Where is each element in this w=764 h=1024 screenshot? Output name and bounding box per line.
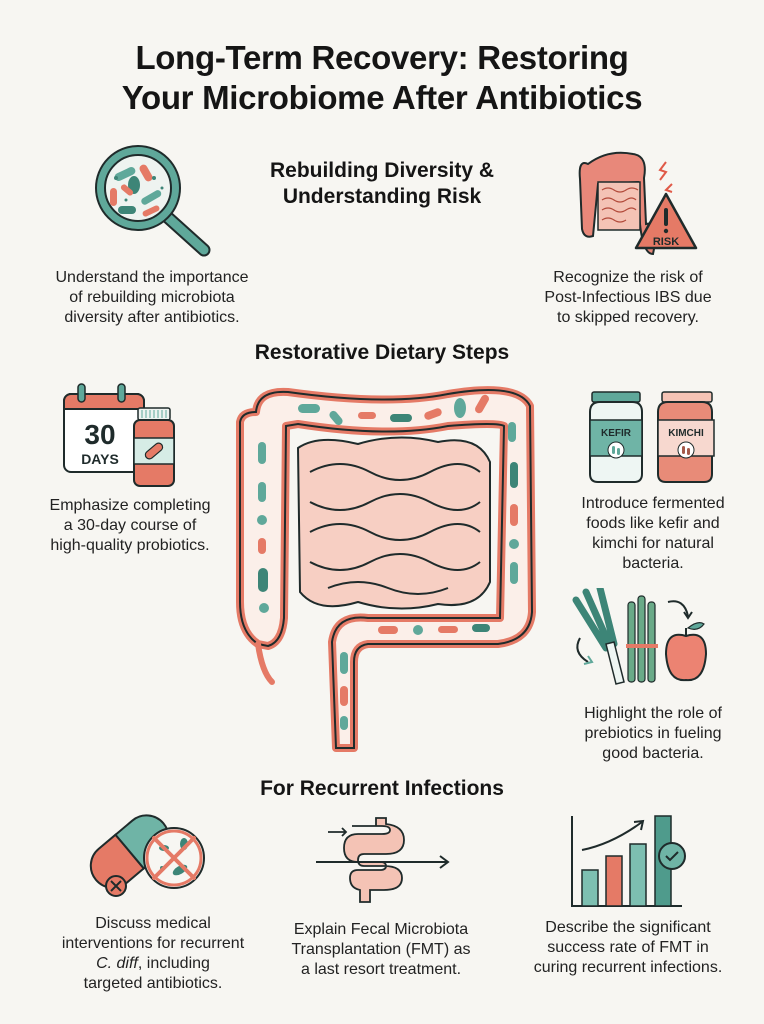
heading-line: Rebuilding Diversity & (269, 159, 495, 182)
section-heading-dietary: Restorative Dietary Steps (254, 341, 510, 364)
caption-line: good bacteria. (602, 745, 704, 762)
caption-line: success rate of FMT in (547, 939, 709, 956)
section-heading-diversity: Rebuilding Diversity & Understanding Ris… (232, 158, 532, 210)
caption-line: bacteria. (622, 555, 684, 572)
caption-line: Understand the importance (55, 269, 249, 286)
heading-line: Understanding Risk (282, 185, 482, 208)
caption-line: targeted antibiotics. (83, 975, 223, 992)
caption-line: Explain Fecal Microbiota (293, 921, 469, 938)
title-line-1: Long-Term Recovery: Restoring (135, 39, 629, 76)
magnifier-bacteria-icon (92, 142, 217, 257)
caption-success: Describe the significant success rate of… (500, 918, 756, 978)
capsule-no-bacteria-icon (74, 814, 206, 898)
caption-line: interventions for recurrent (61, 935, 245, 952)
caption-line: foods like kefir and (586, 515, 720, 532)
caption-line: high-quality probiotics. (50, 537, 210, 554)
caption-medical: Discuss medical interventions for recurr… (20, 914, 286, 994)
caption-line-rest: , including (137, 955, 210, 972)
caption-line: diversity after antibiotics. (64, 309, 240, 326)
calendar-pill-bottle-icon: 30 DAYS (60, 382, 180, 492)
caption-probiotics: Emphasize completing a 30-day course of … (14, 496, 246, 556)
page-title: Long-Term Recovery: Restoring Your Micro… (0, 38, 764, 118)
caption-line: to skipped recovery. (557, 309, 699, 326)
fmt-intestine-arrow-icon (312, 816, 452, 904)
kefir-label: KEFIR (601, 428, 632, 439)
caption-line: Discuss medical (95, 915, 211, 932)
caption-line: Emphasize completing (49, 497, 211, 514)
caption-line: Describe the significant (545, 919, 711, 936)
colon-risk-warning-icon: RISK (568, 144, 698, 262)
intestines-with-bacteria-illustration (228, 382, 548, 754)
caption-fermented: Introduce fermented foods like kefir and… (548, 494, 758, 574)
caption-line: C. diff, including (20, 954, 286, 974)
calendar-number: 30 (84, 419, 115, 450)
c-diff-italic: C. diff (96, 955, 138, 972)
kimchi-label: KIMCHI (668, 428, 704, 439)
title-line-2: Your Microbiome After Antibiotics (121, 79, 643, 116)
caption-line: kimchi for natural (592, 535, 714, 552)
caption-risk: Recognize the risk of Post-Infectious IB… (508, 268, 748, 328)
caption-line: Introduce fermented (581, 495, 725, 512)
caption-fmt: Explain Fecal Microbiota Transplantation… (278, 920, 484, 980)
caption-line: Recognize the risk of (553, 269, 703, 286)
leek-asparagus-apple-icon (566, 588, 726, 692)
caption-line: curing recurrent infections. (533, 959, 723, 976)
caption-line: prebiotics in fueling (584, 725, 722, 742)
caption-line: Highlight the role of (584, 705, 722, 722)
caption-line: a last resort treatment. (300, 961, 462, 978)
calendar-unit: DAYS (81, 451, 119, 467)
caption-prebiotics: Highlight the role of prebiotics in fuel… (548, 704, 758, 764)
fermented-jars-icon: KEFIR KIMCHI (586, 390, 718, 484)
caption-line: of rebuilding microbiota (69, 289, 235, 306)
risk-badge-text: RISK (653, 236, 679, 248)
caption-line: a 30-day course of (63, 517, 197, 534)
caption-line: Transplantation (FMT) as (291, 941, 471, 958)
section-heading-recurrent: For Recurrent Infections (260, 777, 504, 800)
caption-diversity: Understand the importance of rebuilding … (32, 268, 272, 328)
bar-chart-check-icon (570, 814, 690, 910)
caption-line: Post-Infectious IBS due (544, 289, 712, 306)
